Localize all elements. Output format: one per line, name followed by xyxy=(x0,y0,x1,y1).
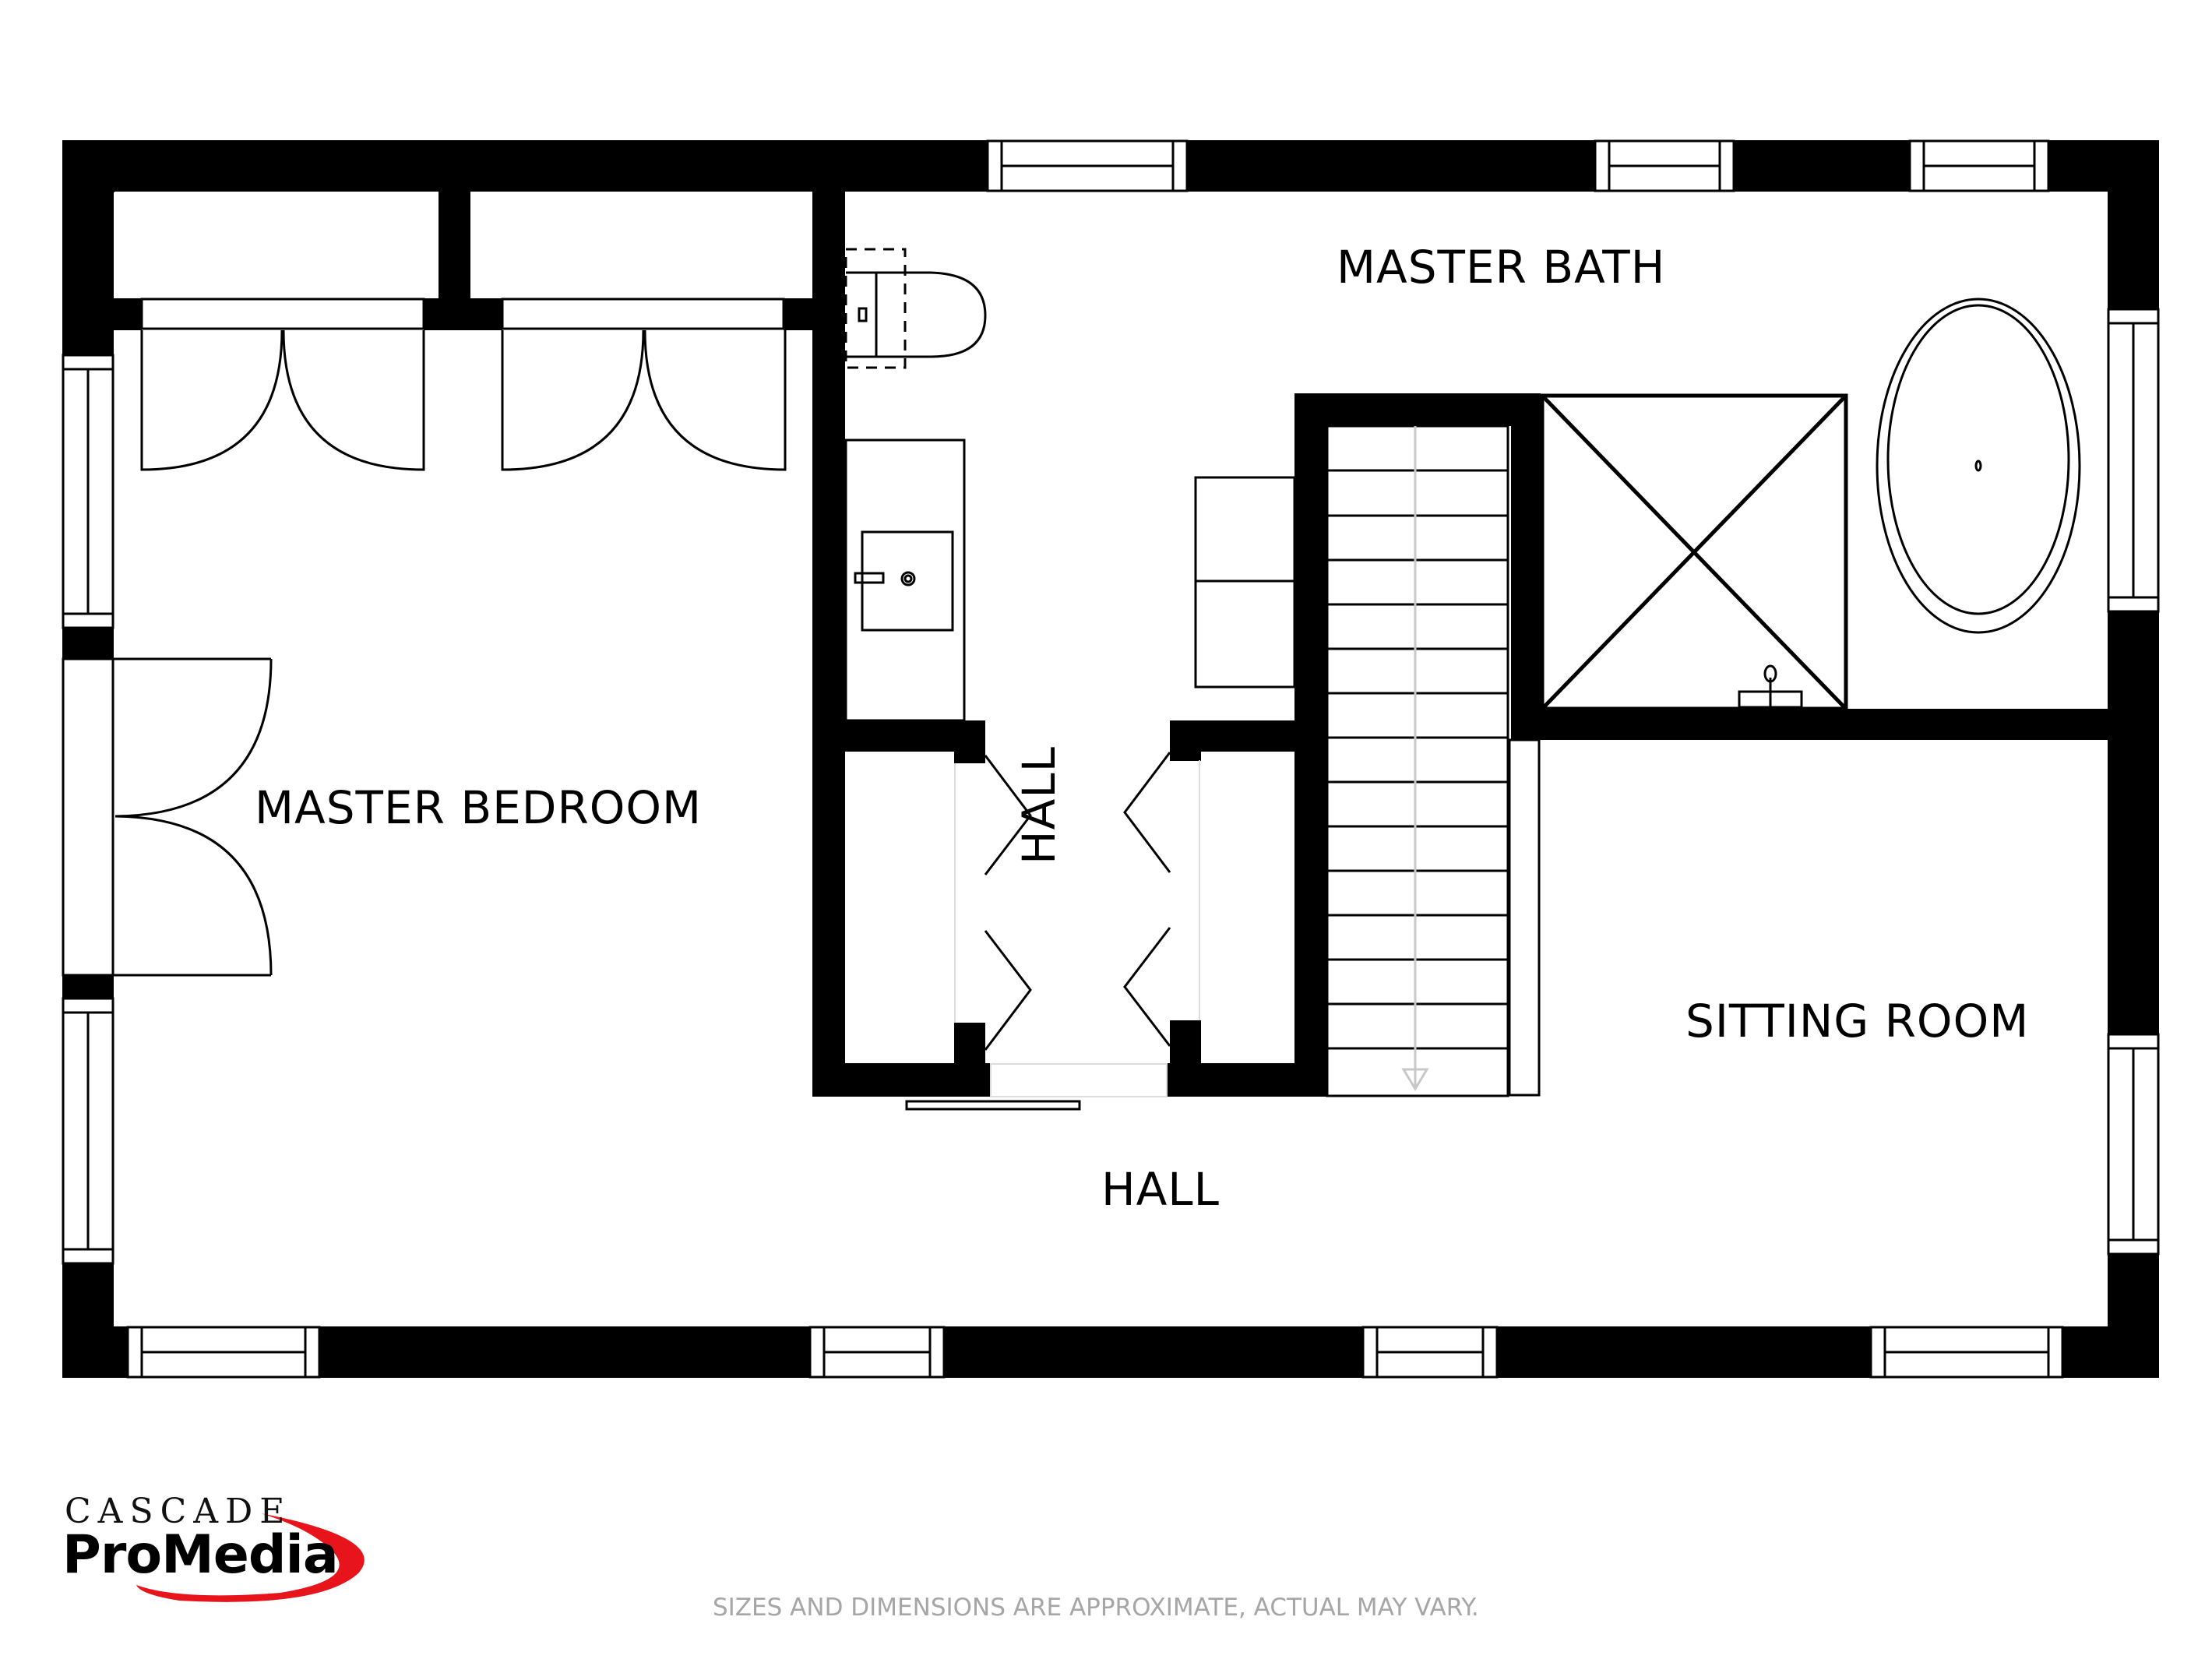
closet-double-doors[interactable] xyxy=(140,329,787,471)
windows-right xyxy=(2107,308,2160,1256)
hall-closet-interiors xyxy=(845,752,1294,1063)
disclaimer-text: SIZES AND DIMENSIONS ARE APPROXIMATE, AC… xyxy=(713,1594,1479,1622)
closet-shelves xyxy=(140,298,785,330)
french-door-left[interactable] xyxy=(62,657,273,977)
hall-entry[interactable] xyxy=(905,1063,1168,1111)
logo-swoosh-icon xyxy=(136,1513,365,1602)
room-label-master-bedroom: MASTER BEDROOM xyxy=(255,781,703,834)
room-label-sitting-room: SITTING ROOM xyxy=(1685,995,2030,1048)
windows-left xyxy=(62,354,114,1265)
toilet xyxy=(844,248,987,369)
cabinet xyxy=(1194,476,1296,689)
staircase[interactable] xyxy=(1326,424,1541,1097)
stair-direction-arrow-icon xyxy=(1401,426,1429,1091)
room-label-master-bath: MASTER BATH xyxy=(1337,241,1666,294)
oval-bathtub xyxy=(1876,298,2081,634)
room-label-hall-vertical: HALL xyxy=(1013,746,1065,865)
windows-bottom xyxy=(126,1326,2064,1379)
windows-top xyxy=(986,139,2050,192)
logo-text-promedia: ProMedia xyxy=(62,1524,339,1586)
vanity-sink xyxy=(844,439,966,722)
shower xyxy=(1540,393,1848,711)
room-label-hall: HALL xyxy=(1101,1163,1220,1216)
hall-closet-inner-walls xyxy=(812,720,1327,1097)
bifold-closet-doors[interactable] xyxy=(954,752,1200,1051)
company-logo: CASCADE ProMedia xyxy=(62,1492,389,1608)
logo-text-cascade: CASCADE xyxy=(65,1492,292,1531)
